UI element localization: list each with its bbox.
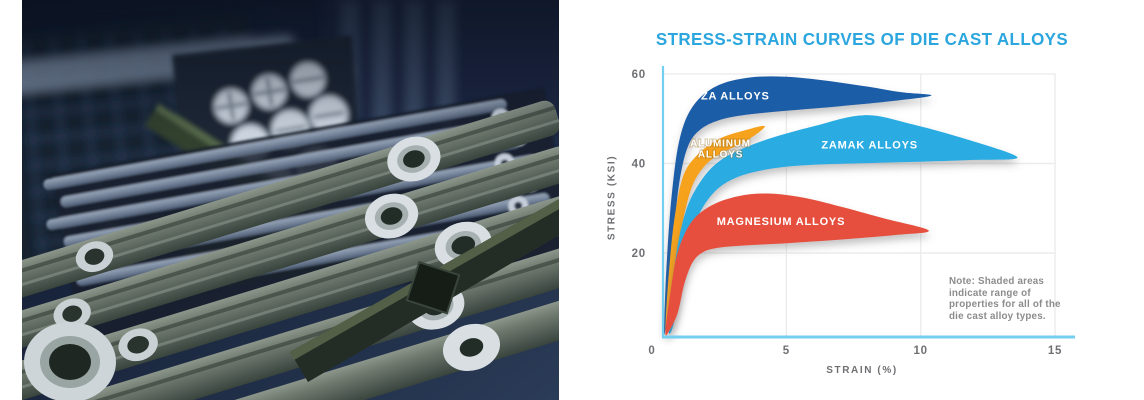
alloy-bands (664, 76, 1018, 336)
tick-labels: 0 5 10 15 20 40 60 (632, 69, 1062, 357)
axes (661, 66, 1076, 339)
band-magnesium-alloys (665, 193, 929, 336)
band-aluminum-alloys (665, 125, 765, 334)
y-tick-20: 20 (632, 248, 646, 260)
machined-bore-closeup (24, 322, 116, 400)
label-magnesium-alloys: MAGNESIUM ALLOYS (717, 216, 846, 228)
x-axis-title: STRAIN (%) (826, 365, 898, 376)
chart-note: Note: Shaded areas indicate range of pro… (949, 276, 1061, 323)
x-tick-10: 10 (913, 345, 927, 357)
x-tick-15: 15 (1048, 345, 1062, 357)
factory-photo (22, 0, 559, 400)
y-axis-title: STRESS (KSI) (606, 154, 618, 241)
label-zamak-alloys: ZAMAK ALLOYS (821, 139, 918, 151)
bin-rail (290, 199, 559, 382)
stress-strain-chart: STRESS-STRAIN CURVES OF DIE CAST ALLOYS … (600, 0, 1144, 400)
photo-vignette (22, 0, 559, 135)
y-tick-60: 60 (632, 69, 646, 81)
x-tick-0: 0 (648, 345, 655, 357)
chart-title: STRESS-STRAIN CURVES OF DIE CAST ALLOYS (655, 29, 1069, 49)
y-tick-40: 40 (632, 159, 646, 171)
label-za-alloys: ZA ALLOYS (701, 90, 770, 102)
factory-photo-panel (22, 0, 559, 400)
band-zamak-alloys (668, 115, 1018, 334)
x-tick-5: 5 (783, 345, 790, 357)
